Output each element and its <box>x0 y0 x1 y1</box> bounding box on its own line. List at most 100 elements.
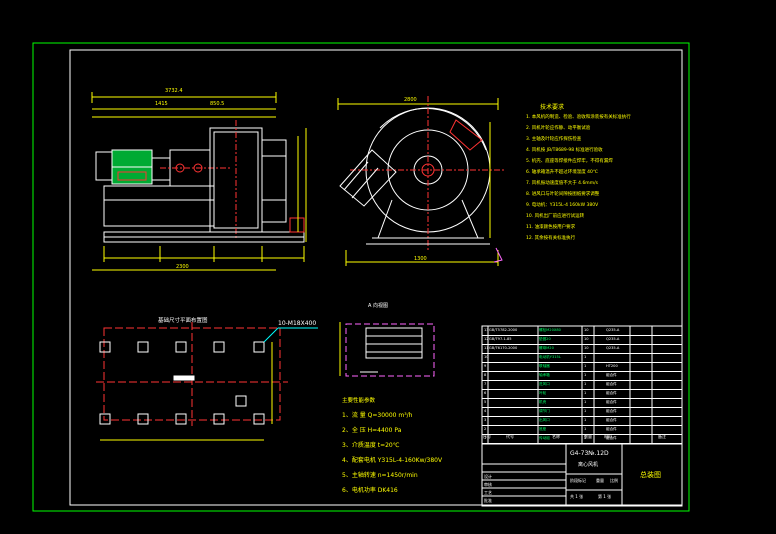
bom-cell-mat: 组合件 <box>606 382 617 386</box>
bom-cell-mat: 组合件 <box>606 436 617 440</box>
product-name: 离心风机 <box>578 462 599 468</box>
params-list: 1、流 量 Q=30000 m³/h 2、全 压 H=4400 Pa 3、介质温… <box>342 408 442 498</box>
tech-req-item: 1. 本风机的制造、检验、验收和涂装按有关标准执行 <box>526 115 631 120</box>
tech-req-item: 12. 其余按有关标准执行 <box>526 236 576 241</box>
bom-header-note: 备注 <box>658 434 666 439</box>
tech-req-list: 1. 本风机的制造、检验、验收和涂装按有关标准执行 2. 风机叶轮应作静、动平衡… <box>526 112 676 244</box>
bom-cell-code: 11 <box>484 346 489 350</box>
sign-process: 工艺 <box>484 490 492 495</box>
bom-cell-mat: HT200 <box>606 364 618 368</box>
bom-cell-mat: Q235-A <box>606 337 620 341</box>
tech-req-item: 3. 主轴及叶轮应作探伤检查 <box>526 137 582 142</box>
bom-header-qty: 数量 <box>584 434 592 439</box>
dim-bottom-0: 2300 <box>176 264 189 270</box>
bom-cell-name: 螺栓M20X80 <box>539 328 561 332</box>
bom-cell-qty: 1 <box>584 391 587 395</box>
tech-req-item: 5. 机壳、底座等焊接件应焊牢，不得有漏焊 <box>526 159 613 164</box>
bom-cell-mat: 组合件 <box>606 418 617 422</box>
bom-cell-code: 7 <box>484 382 487 386</box>
dim-top-1: 1415 <box>155 101 168 107</box>
dim-top-0: 3732.4 <box>165 88 183 94</box>
bom-cell-code: 12 <box>484 337 489 341</box>
sign-review: 审核 <box>484 482 492 487</box>
bom-cell-code: 2 <box>484 427 487 431</box>
inner-frame <box>69 49 683 506</box>
bom-cell-name: 电动机Y315L <box>539 355 561 359</box>
sign-approve: 批准 <box>484 498 492 503</box>
bom-cell-std: GB/T97.1-85 <box>489 337 512 341</box>
bom-cell-code: 4 <box>484 409 487 413</box>
bom-cell-name: 叶轮 <box>539 391 547 395</box>
bom-cell-name: 联轴器 <box>539 364 550 368</box>
tech-req-item: 8. 进风口与叶轮间隙按图纸要求调整 <box>526 192 600 197</box>
bom-cell-mat: 组合件 <box>606 373 617 377</box>
foundation-title: 基础尺寸平面布置图 <box>158 318 208 324</box>
dim-top-2: 850.5 <box>210 101 225 107</box>
title-block <box>481 325 683 507</box>
bom-cell-qty: 1 <box>584 409 587 413</box>
bom-cell-name: 轴承箱 <box>539 373 550 377</box>
bom-cell-qty: 1 <box>584 355 587 359</box>
tech-req-item: 2. 风机叶轮应作静、动平衡试验 <box>526 126 591 131</box>
bom-cell-code: 13 <box>484 328 489 332</box>
bom-cell-name: 底座 <box>539 427 547 431</box>
bom-header-mat: 材料 <box>604 434 612 439</box>
bom-header-name: 名称 <box>552 434 560 439</box>
sheet-number: 第 1 张 <box>598 494 612 499</box>
tech-req-item: 10. 风机出厂前应进行试运转 <box>526 214 585 219</box>
bom-cell-mat: Q235-A <box>606 346 620 350</box>
bom-cell-name: 调节门 <box>539 409 550 413</box>
param-item: 6、电机功率 DK416 <box>342 487 398 494</box>
scale-label: 比例 <box>610 478 618 483</box>
tech-req-item: 7. 风机振动速度值不大于 4.6mm/s <box>526 181 598 186</box>
tech-req-title: 技术要求 <box>540 104 565 111</box>
bom-cell-qty: 1 <box>584 427 587 431</box>
sheet-title: 总装图 <box>640 471 661 479</box>
dim-bottom-1: 1300 <box>414 256 427 262</box>
bom-cell-code: 3 <box>484 418 487 422</box>
inlet-title: A 向视图 <box>368 303 389 309</box>
param-item: 3、介质温度 t=20℃ <box>342 442 400 449</box>
weight-label: 重量 <box>596 478 604 483</box>
bom-cell-code: 5 <box>484 400 487 404</box>
bom-row: 2 底座 1 组合件 <box>482 426 682 435</box>
bom-cell-mat: 组合件 <box>606 427 617 431</box>
bolt-label: 10-M18X400 <box>278 320 317 327</box>
bom-cell-mat: Q235-A <box>606 328 620 332</box>
bom-cell-std: GB/T6170-2000 <box>489 346 518 350</box>
bom-cell-name: 传动组 <box>539 436 550 440</box>
side-view <box>91 92 307 271</box>
outer-frame <box>32 42 690 512</box>
bom-cell-name: 垫圈20 <box>539 337 551 341</box>
bom-cell-qty: 1 <box>584 436 587 440</box>
tech-req-item: 11. 油漆颜色按用户要求 <box>526 225 576 230</box>
param-item: 2、全 压 H=4400 Pa <box>342 427 402 434</box>
params-title: 主要性能参数 <box>342 398 376 404</box>
stage-mark: 阶段标记 <box>570 478 586 483</box>
bom-cell-qty: 10 <box>584 337 589 341</box>
inlet-detail <box>339 322 435 377</box>
model-label: G4-73№.12D <box>570 450 609 457</box>
bom-cell-code: 6 <box>484 391 487 395</box>
tech-req-item: 6. 轴承箱温升不超过环境温度 40℃ <box>526 170 598 175</box>
bom-cell-qty: 10 <box>584 328 589 332</box>
tech-req-item: 9. 电动机：Y315L-4 160kW 380V <box>526 203 599 208</box>
bom-cell-name: 螺母M20 <box>539 346 554 350</box>
param-item: 5、主轴转速 n=1450r/min <box>342 472 418 479</box>
bom-cell-qty: 1 <box>584 400 587 404</box>
bom-cell-code: 8 <box>484 373 487 377</box>
bom-cell-code: 1 <box>484 436 487 440</box>
front-view <box>337 96 506 266</box>
foundation-plan <box>96 322 318 441</box>
bom-row: 1 传动组 1 组合件 <box>482 435 682 444</box>
bom-cell-std: GB/T5782-2000 <box>489 328 518 332</box>
